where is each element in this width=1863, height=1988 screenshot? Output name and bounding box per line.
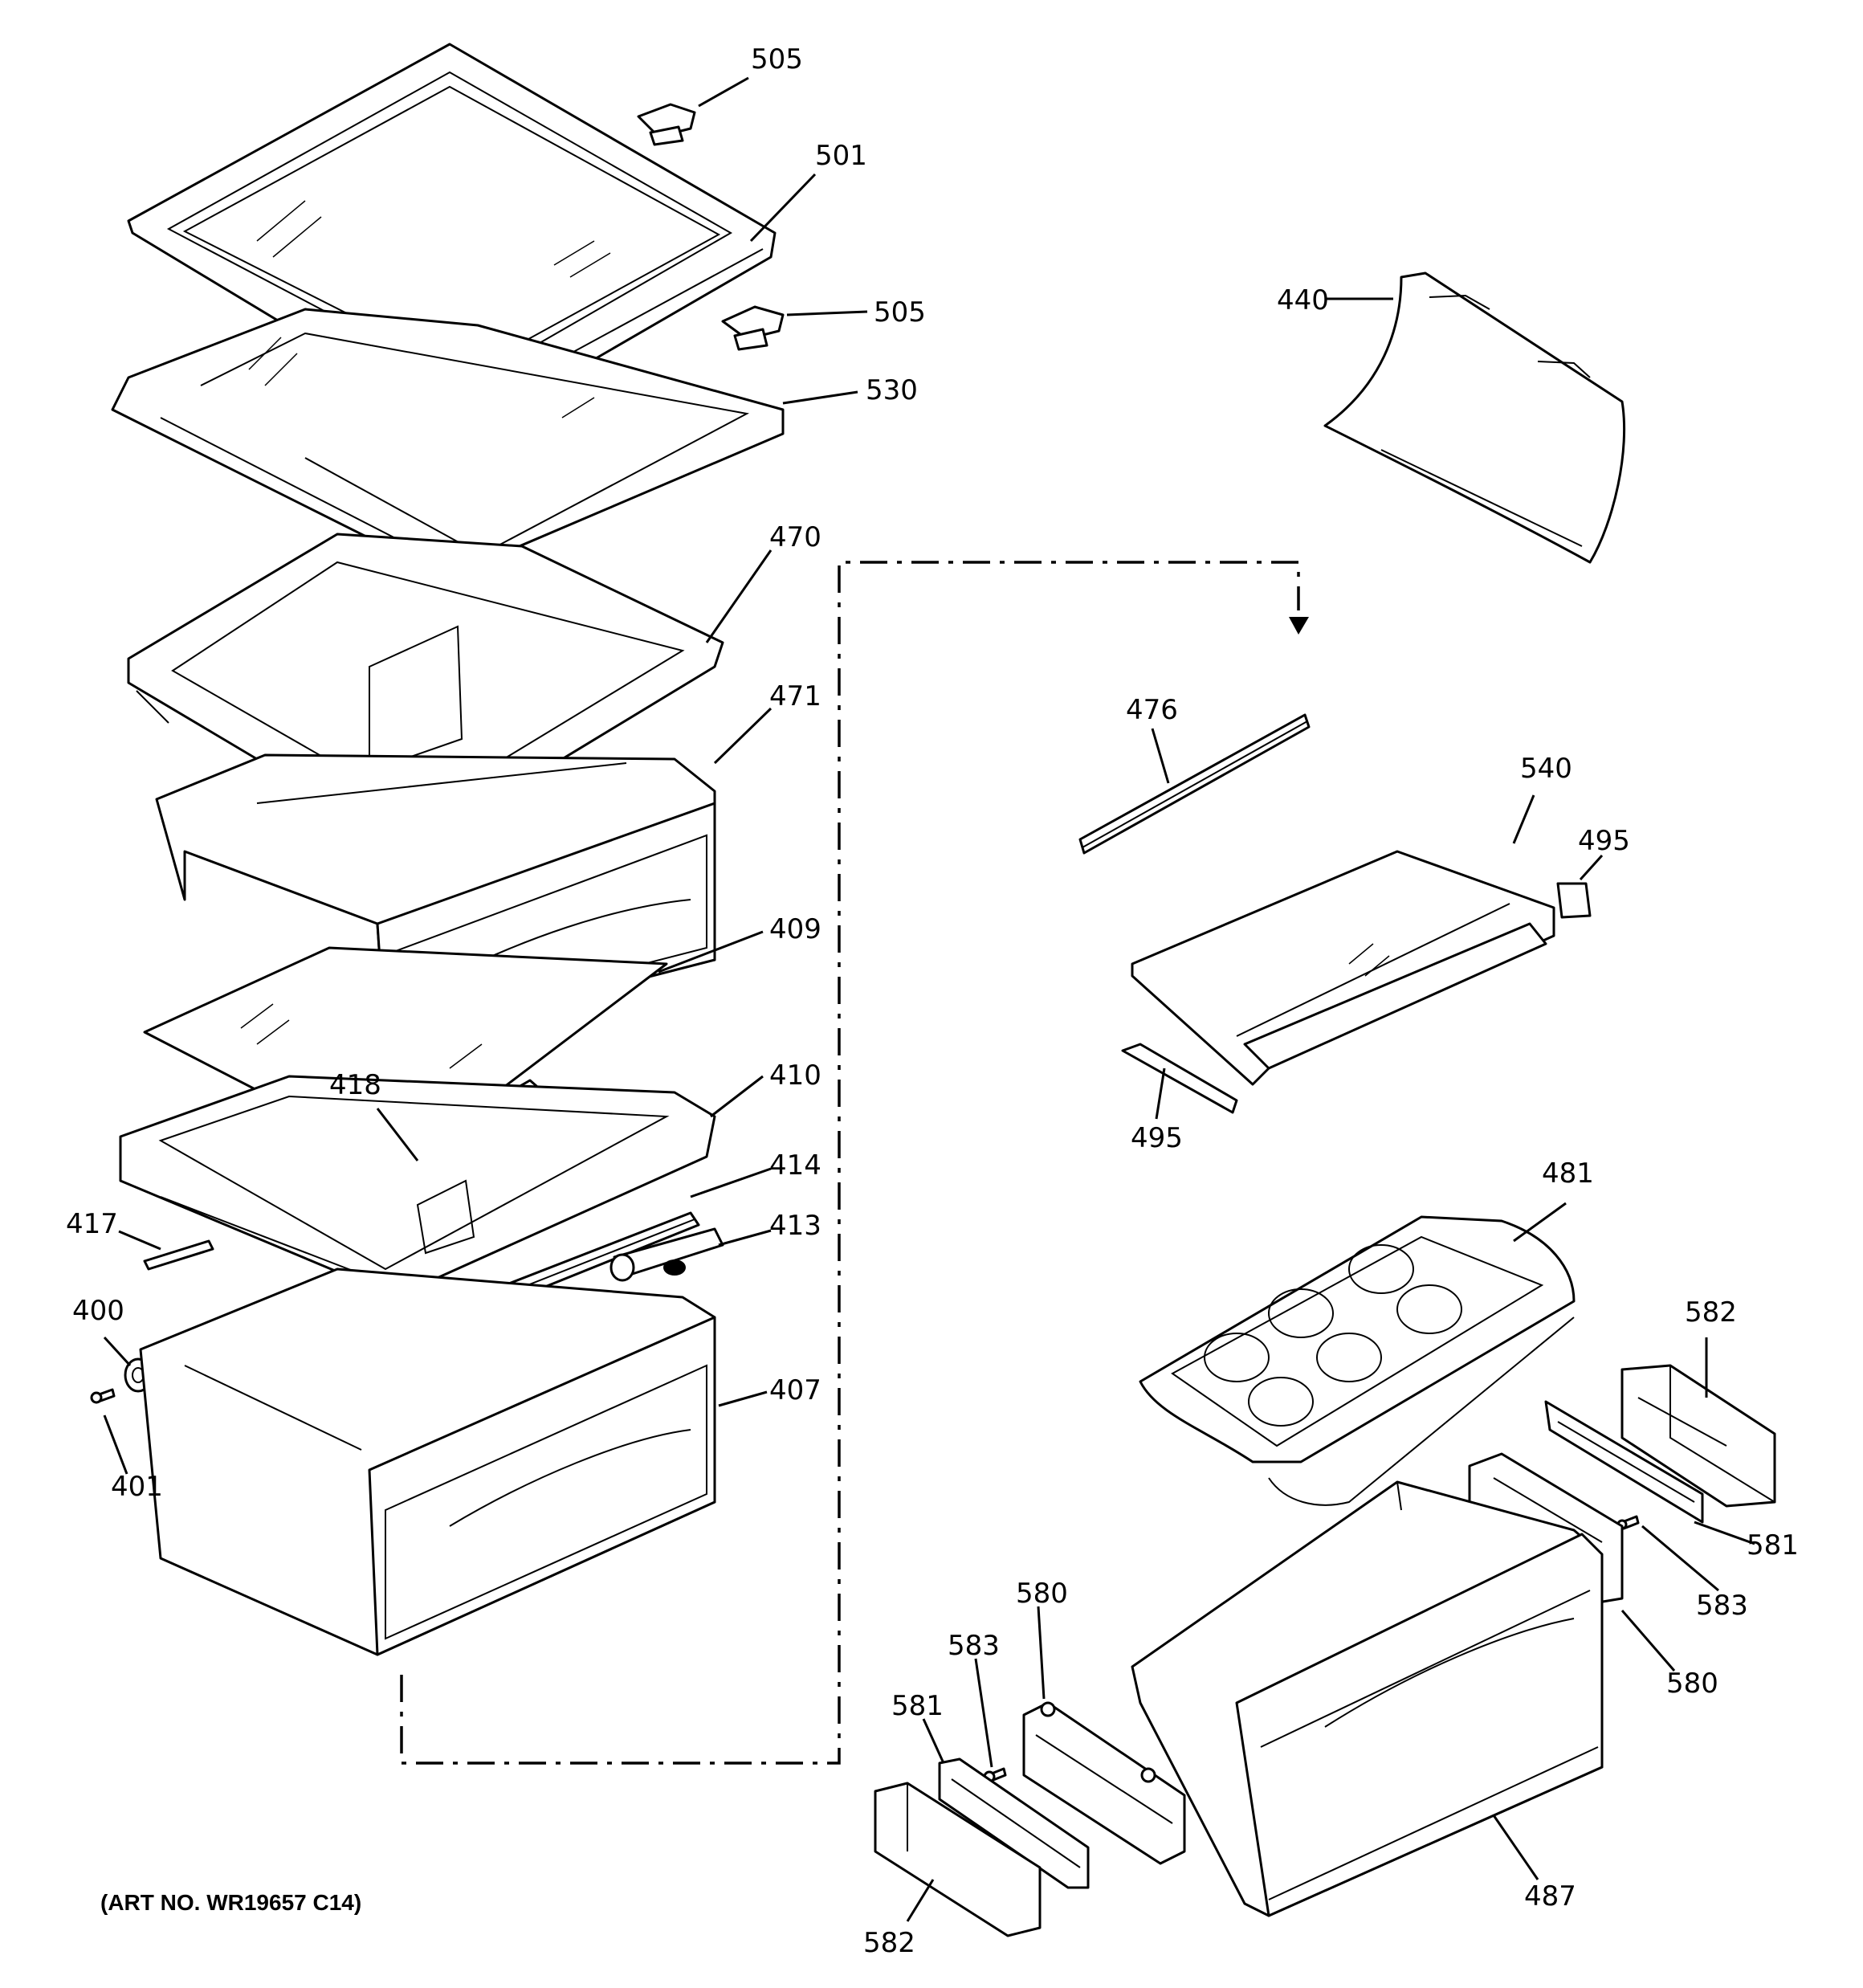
cover-440 bbox=[1323, 271, 1626, 564]
label-417: 417 bbox=[66, 1208, 118, 1240]
label-414: 414 bbox=[769, 1149, 821, 1182]
clip-505-top bbox=[637, 103, 696, 146]
end-block-582-left bbox=[874, 1782, 1042, 1937]
shelf-540 bbox=[1131, 850, 1555, 1086]
label-476: 476 bbox=[1126, 694, 1178, 726]
shelf-frame-530 bbox=[111, 308, 785, 592]
label-400: 400 bbox=[72, 1295, 124, 1327]
label-582-right: 582 bbox=[1685, 1296, 1737, 1329]
label-487: 487 bbox=[1524, 1880, 1576, 1912]
label-495-right: 495 bbox=[1578, 825, 1630, 857]
label-501: 501 bbox=[815, 140, 867, 172]
label-582-left: 582 bbox=[863, 1927, 915, 1959]
pan-407 bbox=[139, 1268, 716, 1656]
label-580-right: 580 bbox=[1666, 1668, 1718, 1700]
label-409: 409 bbox=[769, 913, 821, 945]
rail-476 bbox=[1078, 713, 1311, 855]
label-418: 418 bbox=[329, 1069, 381, 1101]
label-505-top: 505 bbox=[751, 43, 803, 76]
label-583-left: 583 bbox=[948, 1630, 1000, 1662]
bracket-580-left bbox=[1022, 1701, 1186, 1865]
label-540: 540 bbox=[1520, 753, 1572, 785]
label-580-left: 580 bbox=[1016, 1578, 1068, 1610]
label-401: 401 bbox=[111, 1471, 163, 1503]
part-labels: 505 501 505 530 440 470 471 409 418 410 … bbox=[66, 43, 1799, 1959]
rod-417 bbox=[143, 1239, 214, 1271]
rail-581-left bbox=[938, 1757, 1090, 1889]
label-505-mid: 505 bbox=[874, 296, 926, 329]
label-583-right: 583 bbox=[1696, 1590, 1748, 1622]
drawer-487 bbox=[1131, 1480, 1604, 1917]
label-471: 471 bbox=[769, 680, 821, 712]
end-block-582-right bbox=[1620, 1364, 1776, 1508]
crisper-frame-410 bbox=[119, 1075, 716, 1303]
rail-495-left bbox=[1121, 1043, 1238, 1114]
clip-505-mid bbox=[721, 305, 785, 351]
label-440: 440 bbox=[1277, 284, 1329, 316]
label-407: 407 bbox=[769, 1374, 821, 1406]
tray-481 bbox=[1139, 1215, 1576, 1506]
label-470: 470 bbox=[769, 521, 821, 553]
label-530: 530 bbox=[866, 374, 918, 406]
label-495-left: 495 bbox=[1131, 1122, 1183, 1154]
label-410: 410 bbox=[769, 1059, 821, 1092]
knob-413 bbox=[609, 1227, 724, 1282]
rail-581-right bbox=[1544, 1400, 1704, 1524]
screw-583-right bbox=[1616, 1515, 1640, 1530]
leader-lines bbox=[103, 76, 1755, 1922]
label-413: 413 bbox=[769, 1210, 821, 1242]
label-481: 481 bbox=[1542, 1157, 1594, 1190]
assembly-callout-line bbox=[400, 561, 1309, 1765]
screw-401 bbox=[90, 1388, 116, 1404]
label-581-left: 581 bbox=[891, 1690, 944, 1722]
label-581-right: 581 bbox=[1747, 1529, 1799, 1561]
art-number: (ART NO. WR19657 C14) bbox=[100, 1890, 361, 1915]
rail-495-right bbox=[1556, 882, 1592, 919]
